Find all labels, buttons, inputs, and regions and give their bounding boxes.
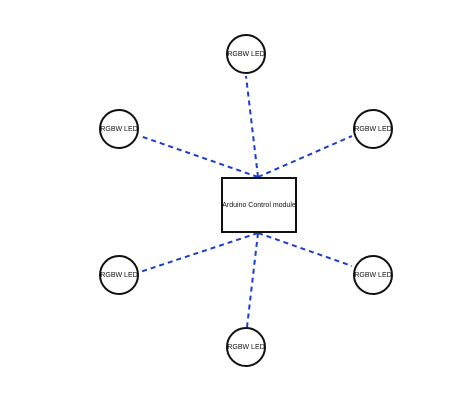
rgbw-led-upper-left: RGBW LED bbox=[99, 109, 139, 149]
led-label: RGBW LED bbox=[354, 271, 392, 279]
link-controller-led-right-up bbox=[257, 135, 353, 178]
rgbw-led-upper-right: RGBW LED bbox=[353, 109, 393, 149]
link-controller-led-right-dn bbox=[257, 232, 353, 267]
led-label: RGBW LED bbox=[227, 343, 265, 351]
led-label: RGBW LED bbox=[100, 125, 138, 133]
link-controller-led-bottom bbox=[246, 232, 259, 328]
led-label: RGBW LED bbox=[227, 50, 265, 58]
rgbw-led-top: RGBW LED bbox=[226, 34, 266, 74]
rgbw-led-lower-right: RGBW LED bbox=[353, 255, 393, 295]
link-controller-led-left-up bbox=[139, 135, 259, 178]
led-label: RGBW LED bbox=[354, 125, 392, 133]
led-label: RGBW LED bbox=[100, 271, 138, 279]
link-controller-led-left-dn bbox=[139, 232, 259, 273]
controller-label: Arduino Control module bbox=[222, 201, 296, 209]
rgbw-led-lower-left: RGBW LED bbox=[99, 255, 139, 295]
link-controller-led-top bbox=[245, 75, 259, 178]
rgbw-led-bottom: RGBW LED bbox=[226, 327, 266, 367]
arduino-control-module: Arduino Control module bbox=[221, 177, 297, 233]
